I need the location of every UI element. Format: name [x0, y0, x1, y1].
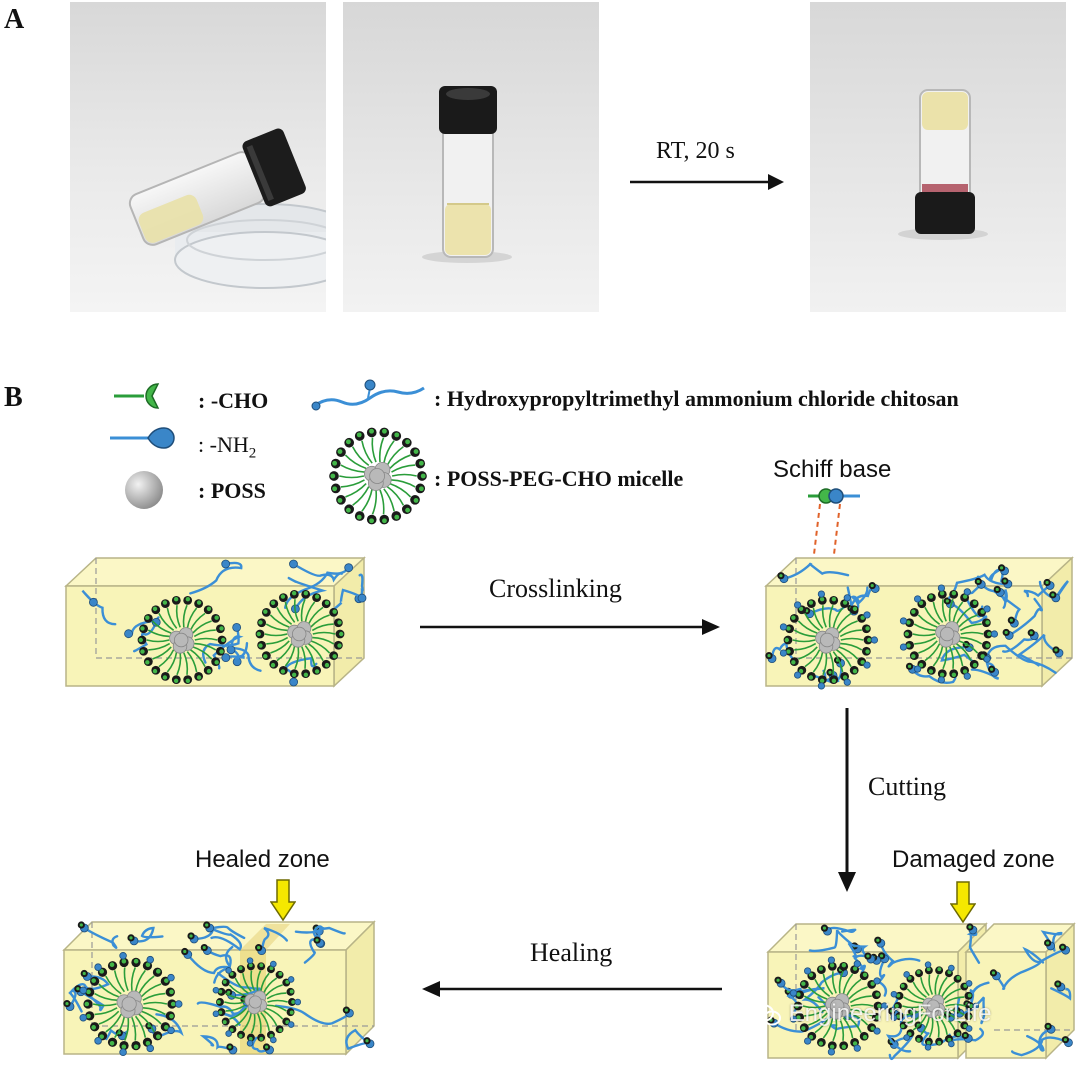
chitosan-chain: [879, 942, 921, 968]
chitosan-chain: [317, 926, 346, 945]
chitosan-chain: [217, 972, 262, 997]
healing-arrow: [422, 981, 722, 997]
micelle: [79, 952, 183, 1056]
chitosan-chain: [1026, 1028, 1053, 1052]
chitosan-chain: [294, 925, 324, 945]
chitosan-chain: [885, 1013, 916, 1053]
micelle-icon: [329, 427, 427, 525]
legend-nh2: : -NH2: [198, 432, 256, 462]
arrow-a: [630, 174, 784, 190]
poss-icon: [125, 471, 163, 509]
chitosan-chain: [189, 561, 243, 595]
photo-upright-vial: [343, 2, 599, 312]
chitosan-chain: [132, 926, 164, 943]
chitosan-chain: [225, 646, 262, 672]
legend-nh2-subscript: 2: [248, 445, 257, 462]
chitosan-chain: [186, 953, 230, 984]
micelle: [779, 590, 879, 690]
chitosan-chain: [999, 589, 1008, 609]
chitosan-chain: [968, 981, 990, 1009]
healed-zone-label: Healed zone: [195, 846, 330, 873]
micelle: [789, 956, 889, 1056]
chitosan-chain: [224, 641, 249, 660]
cutting-arrow: [838, 708, 856, 892]
chitosan-chain: [1038, 580, 1069, 602]
micelle: [890, 961, 980, 1051]
chitosan-chain: [826, 926, 857, 933]
watermark: EngineeringForLife: [752, 1000, 991, 1028]
healed-zone-arrow-icon: [270, 879, 296, 922]
chitosan-icon: [311, 379, 425, 411]
crosslinking-label: Crosslinking: [489, 574, 622, 603]
chitosan-chain: [853, 954, 878, 974]
arrow-label-rt-20s: RT, 20 s: [656, 138, 735, 164]
chitosan-chain: [70, 975, 110, 992]
damaged-zone-arrow-icon: [950, 881, 976, 924]
chitosan-chain: [888, 1035, 914, 1061]
micelle: [899, 584, 998, 684]
gel-block-crosslinked: [764, 556, 1074, 690]
panel-b-label: B: [4, 382, 23, 413]
chitosan-chain: [274, 1004, 351, 1025]
amine-icon: [110, 427, 175, 449]
chitosan-chain: [1017, 633, 1061, 667]
chitosan-chain: [1007, 597, 1043, 637]
chitosan-chain: [192, 925, 246, 941]
gel-block-before: [64, 556, 367, 688]
legend-nh2-prefix: : -NH: [198, 432, 249, 457]
legend-poss: : POSS: [198, 478, 266, 503]
healing-label: Healing: [530, 938, 613, 967]
cutting-label: Cutting: [868, 772, 947, 801]
wechat-icon: [752, 1003, 782, 1026]
chitosan-chain: [1010, 1036, 1070, 1057]
schiff-base-label: Schiff base: [773, 456, 892, 483]
chitosan-chain: [1022, 946, 1067, 964]
chitosan-chain: [208, 926, 243, 951]
micelle: [212, 957, 302, 1047]
micelle: [255, 590, 345, 678]
cho-icon: [114, 383, 160, 409]
crosslinking-arrow: [420, 619, 720, 635]
chitosan-chain: [995, 960, 1042, 990]
chitosan-chain: [966, 928, 981, 964]
legend-chitosan: : Hydroxypropyltrimethyl ammonium chlori…: [434, 386, 959, 411]
photo-tilted-vial: [70, 2, 326, 312]
chitosan-chain: [877, 957, 888, 997]
chitosan-chain: [782, 562, 850, 580]
gel-block-damaged: [766, 922, 1076, 1061]
damaged-zone-label: Damaged zone: [892, 846, 1055, 873]
legend-micelle: : POSS-PEG-CHO micelle: [434, 466, 684, 491]
chitosan-chain: [83, 926, 119, 949]
chitosan-chain: [260, 926, 289, 952]
photo-inverted-vial: [810, 2, 1066, 312]
chitosan-chain: [808, 929, 859, 953]
schiff-base-icon: [808, 488, 860, 589]
chitosan-chain: [345, 1028, 372, 1051]
chitosan-chain: [847, 942, 873, 961]
chitosan-chain: [985, 644, 1057, 674]
panel-a-label: A: [4, 4, 25, 35]
watermark-text: EngineeringForLife: [788, 1000, 992, 1027]
legend-cho: : -CHO: [198, 388, 269, 413]
micelle: [329, 427, 427, 525]
gel-block-healed: [62, 920, 376, 1056]
chitosan-chain: [1023, 584, 1052, 598]
chitosan-chain: [199, 1035, 235, 1052]
chitosan-chain: [206, 945, 234, 970]
chitosan-chain: [292, 562, 343, 583]
micelle: [137, 596, 227, 684]
